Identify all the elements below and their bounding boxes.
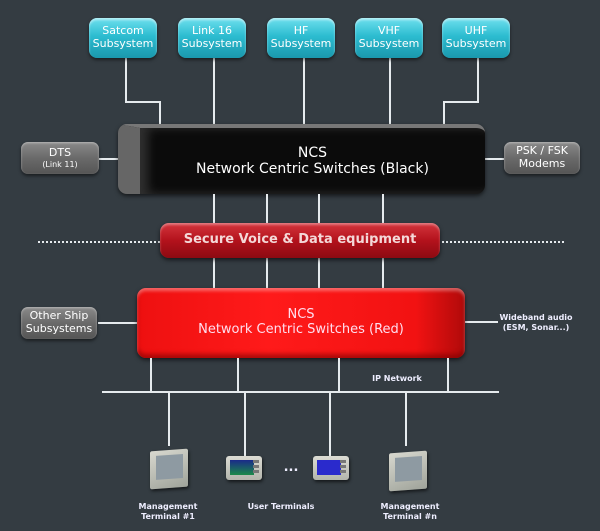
satcom-subsystem[interactable]: Satcom Subsystem <box>89 18 157 58</box>
user-terminal-1-icon[interactable] <box>226 456 262 480</box>
mgmtn-line2: Terminal #n <box>383 511 437 521</box>
uhf-line1: UHF <box>464 24 488 38</box>
dts-line1: DTS <box>48 146 72 160</box>
ncs-black-title: NCS <box>297 144 328 161</box>
psk-line2: Modems <box>518 157 566 170</box>
connector-secure-red <box>382 258 384 289</box>
ncs-red-title: NCS <box>287 307 315 323</box>
connector-red-ip <box>237 358 239 392</box>
connector-satcom <box>125 101 161 103</box>
other-ship-line1: Other Ship <box>29 309 89 323</box>
user-terminals-label: User Terminals <box>247 502 315 511</box>
user-terminal-n-icon[interactable] <box>313 456 349 480</box>
connector-uhf <box>477 55 479 102</box>
connector-black-secure <box>266 194 268 224</box>
connector-red-ip <box>338 358 340 392</box>
ncs-black-box[interactable]: NCS Network Centric Switches (Black) <box>118 124 485 194</box>
connector-secure-red <box>266 258 268 289</box>
connector-ip-terminal <box>168 392 170 446</box>
secure-label: Secure Voice & Data equipment <box>183 232 417 248</box>
connector-uhf <box>443 101 479 103</box>
mgmtn-line1: Management <box>380 502 440 511</box>
other-ship-line2: Subsystems <box>25 322 93 335</box>
mgmt1-line2: Terminal #1 <box>141 511 195 521</box>
connector-psk <box>485 158 505 160</box>
ellipsis: ... <box>283 460 299 475</box>
uhf-subsystem[interactable]: UHF Subsystem <box>442 18 510 58</box>
wideband-audio-label: Wideband audio (ESM, Sonar...) <box>496 313 576 332</box>
uhf-line2: Subsystem <box>445 37 507 50</box>
connector-black-secure <box>213 194 215 224</box>
connector-secure-red <box>213 258 215 289</box>
connector-satcom <box>159 101 161 124</box>
other-ship-subsystems-box[interactable]: Other Ship Subsystems <box>21 307 97 339</box>
dts-line2: (Link 11) <box>42 159 78 169</box>
connector-black-secure <box>318 194 320 224</box>
connector-uhf <box>443 101 445 124</box>
vhf-line2: Subsystem <box>358 37 420 50</box>
hf-subsystem[interactable]: HF Subsystem <box>267 18 335 58</box>
connector-ip-terminal <box>405 392 407 446</box>
wideband-line1: Wideband audio <box>499 313 573 322</box>
connector-ip-terminal <box>244 392 246 456</box>
secure-voice-data-box[interactable]: Secure Voice & Data equipment <box>160 223 440 258</box>
hf-line1: HF <box>293 24 309 38</box>
connector-red-ip <box>447 358 449 392</box>
psk-line1: PSK / FSK <box>516 144 568 158</box>
connector-hf <box>303 55 305 124</box>
link16-line1: Link 16 <box>191 24 233 38</box>
ip-network-bus <box>102 391 499 393</box>
link16-line2: Subsystem <box>181 37 243 50</box>
satcom-line1: Satcom <box>102 24 144 38</box>
ip-network-label: IP Network <box>372 374 422 383</box>
satcom-line2: Subsystem <box>92 37 154 50</box>
management-terminal-1-icon[interactable] <box>150 448 188 490</box>
connector-dts <box>99 158 119 160</box>
connector-wideband <box>465 321 498 323</box>
ncs-black-subtitle: Network Centric Switches (Black) <box>196 161 429 177</box>
security-boundary-right <box>442 241 564 243</box>
connector-satcom <box>125 55 127 102</box>
connector-link16 <box>213 55 215 124</box>
connector-vhf <box>389 55 391 124</box>
link16-subsystem[interactable]: Link 16 Subsystem <box>178 18 246 58</box>
dts-box[interactable]: DTS (Link 11) <box>21 142 99 174</box>
mgmt1-line1: Management <box>138 502 198 511</box>
connector-black-secure <box>382 194 384 224</box>
connector-other-ship <box>98 322 138 324</box>
hf-line2: Subsystem <box>270 37 332 50</box>
management-terminal-n-icon[interactable] <box>389 450 427 492</box>
vhf-line1: VHF <box>377 24 401 38</box>
management-terminal-1-label: Management Terminal #1 <box>128 502 208 521</box>
ncs-red-box[interactable]: NCS Network Centric Switches (Red) <box>137 288 465 358</box>
connector-secure-red <box>318 258 320 289</box>
vhf-subsystem[interactable]: VHF Subsystem <box>355 18 423 58</box>
management-terminal-n-label: Management Terminal #n <box>370 502 450 521</box>
connector-red-ip <box>150 358 152 392</box>
security-boundary-left <box>38 241 160 243</box>
connector-ip-terminal <box>329 392 331 456</box>
ncs-red-subtitle: Network Centric Switches (Red) <box>198 322 404 337</box>
wideband-line2: (ESM, Sonar...) <box>502 322 570 332</box>
psk-fsk-modems-box[interactable]: PSK / FSK Modems <box>504 142 580 174</box>
